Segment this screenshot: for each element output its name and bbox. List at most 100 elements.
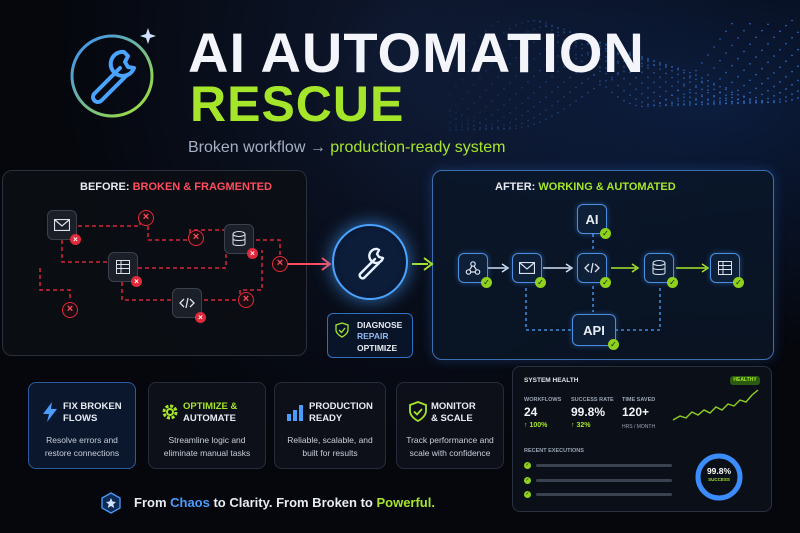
wave-particle [641,57,643,59]
wave-particle [779,66,781,68]
wave-particle [611,55,613,57]
wave-particle [575,41,577,44]
wave-particle [779,48,781,51]
wave-particle [521,51,523,53]
wave-particle [773,85,775,88]
wave-particle [719,97,721,99]
wave-particle [743,69,745,72]
wave-particle [539,101,541,103]
wave-particle [527,125,529,127]
wave-particle [713,88,715,91]
bar-chart-icon [287,405,303,421]
wave-particle [563,51,565,53]
wave-particle [503,127,505,130]
wave-particle [677,73,679,76]
wave-particle [617,47,619,50]
hero-subtitle: Broken workflow → production-ready syste… [188,138,505,158]
wave-particle [575,36,577,39]
wave-particle [521,102,523,105]
repair-step-optimize: OPTIMIZE [357,343,398,353]
wave-particle [641,92,643,95]
wave-particle [503,104,505,106]
wave-particle [539,37,541,40]
wave-particle [647,60,649,63]
wave-particle [653,91,655,94]
wave-particle [545,109,547,111]
wave-particle [737,93,739,96]
wave-particle [587,37,589,40]
wave-particle [725,94,727,96]
after-title-highlight: WORKING & AUTOMATED [538,181,676,193]
metric-delta: ↑ 100% [524,422,548,429]
wave-particle [581,36,583,39]
wave-particle [695,99,697,101]
after-ai-node: AI [577,204,607,234]
wave-particle [611,47,613,50]
wave-particle [653,100,655,102]
wave-particle [509,121,511,124]
wave-particle [725,88,727,91]
wave-particle [593,74,595,76]
wave-particle [515,24,517,27]
wave-particle [755,73,757,76]
wave-particle [629,59,631,61]
wave-particle [617,52,619,54]
wave-particle [575,57,577,60]
wave-particle [575,32,577,35]
wave-particle [647,105,649,107]
wave-particle [497,126,499,128]
wave-particle [533,91,535,94]
wave-particle [515,124,517,127]
wave-particle [767,89,769,92]
wave-particle [551,59,553,62]
wave-particle [575,45,577,47]
donut-label: SUCCESS [708,477,730,482]
wave-particle [557,70,559,73]
wave-particle [455,126,457,129]
wave-particle [689,104,691,106]
wave-particle [623,77,625,80]
wave-particle [563,95,565,98]
wave-particle [779,101,781,103]
before-title: BEFORE: BROKEN & FRAGMENTED [80,181,272,193]
wave-particle [473,42,475,44]
wave-particle [767,97,769,100]
wave-particle [677,81,679,83]
wave-particle [551,115,553,117]
wave-particle [683,77,685,80]
wave-particle [797,90,799,92]
wave-particle [485,118,487,120]
wave-particle [593,60,595,63]
ok-badge: ✓ [733,277,744,288]
broken-link-marker: × [62,302,78,318]
wave-particle [479,126,481,129]
wave-particle [539,52,541,55]
wave-particle [449,122,451,124]
wave-particle [545,48,547,51]
wave-particle [599,66,601,69]
wave-particle [653,71,655,74]
wave-particle [629,83,631,85]
repair-step-diagnose: DIAGNOSE [357,320,403,330]
wave-particle [581,38,583,41]
subtitle-arrow: → [309,139,326,156]
wave-particle [617,60,619,63]
wave-particle [671,85,673,88]
wave-particle [707,54,709,56]
wave-particle [665,64,667,67]
wave-particle [617,96,619,98]
wave-particle [659,86,661,88]
wave-particle [755,101,757,103]
wave-particle [509,27,511,30]
wave-particle [761,49,763,52]
card-title: OPTIMIZE &AUTOMATE [183,401,238,424]
wave-particle [713,102,715,104]
wave-particle [539,20,541,23]
wave-particle [461,128,463,131]
wave-particle [485,30,487,32]
wave-particle [533,20,535,22]
code-icon [179,297,195,309]
wave-particle [701,80,703,83]
wave-particle [467,129,469,131]
wave-particle [467,120,469,122]
